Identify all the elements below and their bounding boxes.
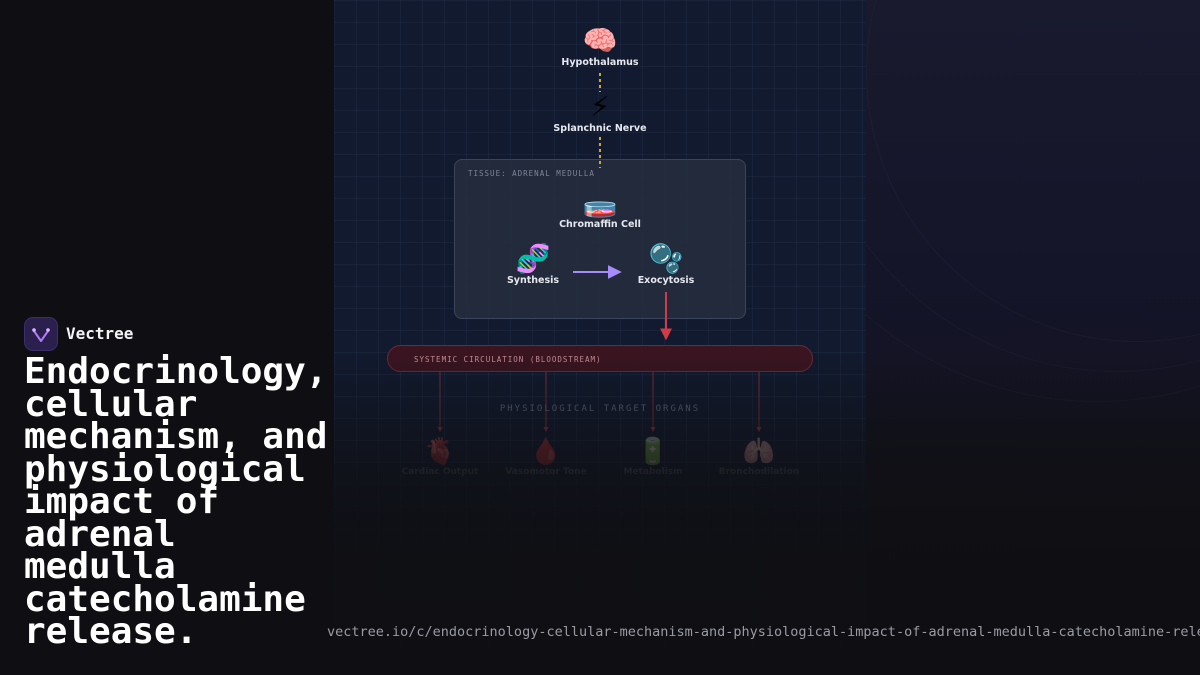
- page-url[interactable]: vectree.io/c/endocrinology-cellular-mech…: [327, 624, 1200, 640]
- organ-label: Cardiac Output: [401, 467, 479, 477]
- blood-drop-icon: 🩸: [529, 437, 563, 467]
- node-hypothalamus: 🧠 Hypothalamus: [561, 24, 639, 69]
- organ-bronchodilation: 🫁 Bronchodilation: [719, 437, 799, 477]
- page-headline: Endocrinology, cellular mechanism, and p…: [24, 351, 328, 652]
- vectree-logo-icon: [24, 317, 58, 351]
- organ-label: Metabolism: [623, 467, 683, 477]
- bubbles-icon: 🫧: [648, 242, 684, 275]
- target-organs-title: PHYSIOLOGICAL TARGET ORGANS: [499, 404, 701, 414]
- hypothalamus-label: Hypothalamus: [561, 57, 639, 68]
- brand-name: Vectree: [66, 324, 134, 343]
- lungs-icon: 🫁: [742, 437, 776, 467]
- lightning-icon: ⚡: [590, 90, 610, 123]
- node-chromaffin-cell: 🧫 Chromaffin Cell: [559, 186, 641, 231]
- heart-icon: 🫀: [423, 437, 457, 467]
- splanchnic-nerve-label: Splanchnic Nerve: [553, 123, 647, 134]
- exocytosis-label: Exocytosis: [637, 275, 695, 286]
- dna-icon: 🧬: [515, 242, 551, 275]
- organ-label: Vasomotor Tone: [505, 467, 587, 477]
- organ-cardiac-output: 🫀 Cardiac Output: [402, 437, 479, 477]
- node-exocytosis: 🫧 Exocytosis: [637, 242, 695, 287]
- organ-metabolism: 🔋 Metabolism: [624, 437, 683, 477]
- chromaffin-cell-label: Chromaffin Cell: [559, 219, 641, 230]
- synthesis-label: Synthesis: [506, 275, 560, 286]
- node-splanchnic-nerve: ⚡ Splanchnic Nerve: [553, 90, 647, 135]
- brain-icon: 🧠: [582, 24, 618, 57]
- organ-vasomotor-tone: 🩸 Vasomotor Tone: [505, 437, 586, 477]
- petri-dish-icon: 🧫: [582, 186, 618, 219]
- organ-label: Bronchodilation: [718, 467, 800, 477]
- node-synthesis: 🧬 Synthesis: [506, 242, 560, 287]
- battery-icon: 🔋: [636, 437, 670, 467]
